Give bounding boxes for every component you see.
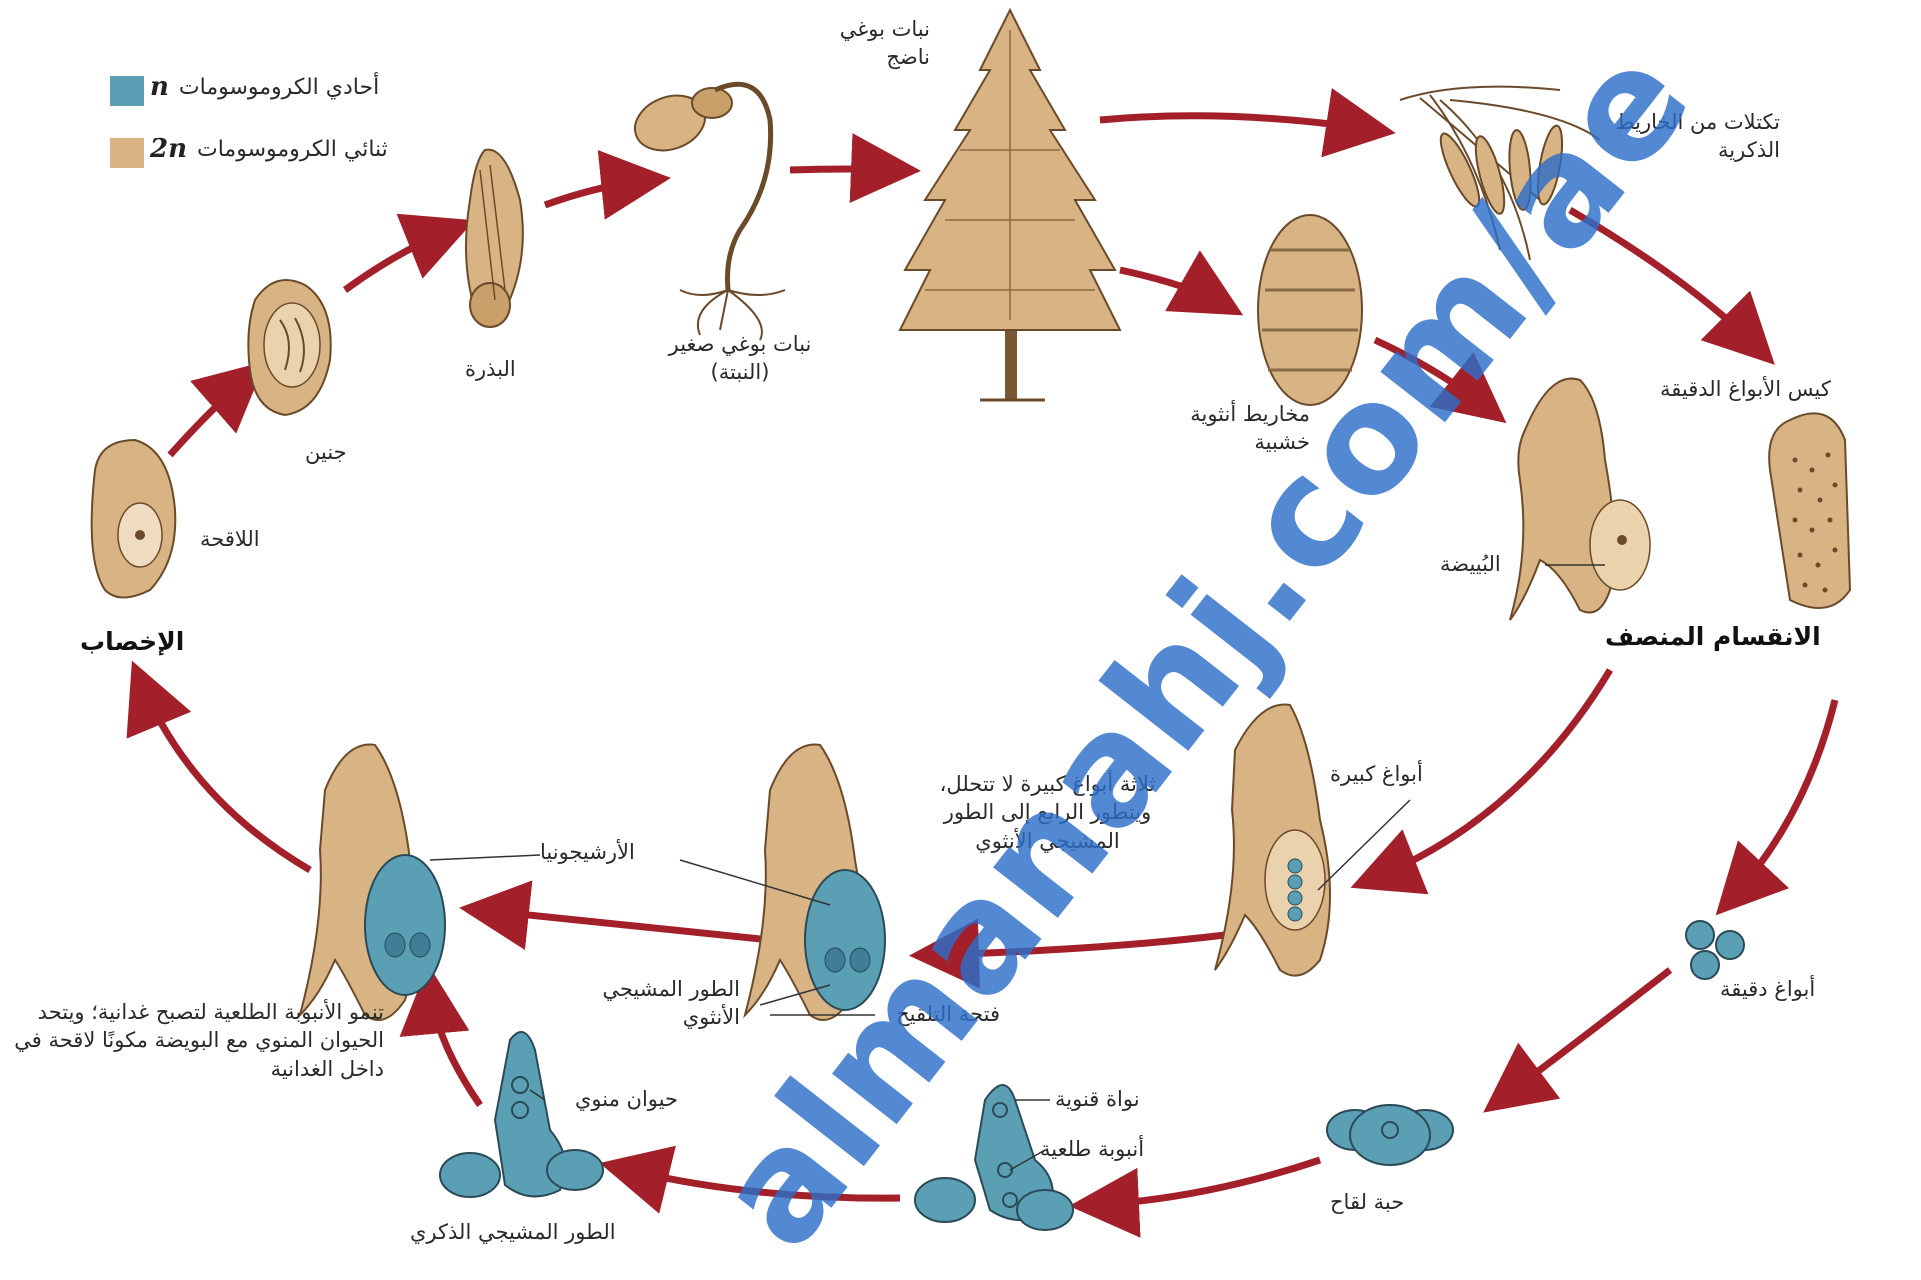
arrow-megaspores-to-female-gametophyte <box>930 935 1225 955</box>
ovule-shape <box>1510 379 1650 620</box>
label-micropyle: فتحة التلقيح <box>880 1000 1000 1028</box>
legend-haploid-swatch <box>110 76 144 106</box>
label-microspores: أبواغ دقيقة <box>1720 975 1815 1003</box>
label-tube-nucleus: نواة قنوية <box>1055 1085 1140 1113</box>
label-seedling: نبات بوغي صغير (النبتة) <box>640 330 840 387</box>
arrow-tree-to-male-cones <box>1100 116 1375 130</box>
arrow-male-cones-to-microsporangium <box>1570 210 1760 350</box>
stage-fertilization: الإخصاب <box>80 625 184 659</box>
arrow-zygote-to-embryo <box>170 375 250 455</box>
seedling-shape <box>627 84 785 340</box>
megaspore-ovule-shape <box>1215 705 1330 976</box>
label-mature-sporophyte: نبات بوغي ناضج <box>820 15 930 72</box>
zygote-ovule-shape <box>92 440 176 598</box>
arrow-tree-to-female-cone <box>1120 270 1225 305</box>
arrow-tube-to-male-gametophyte <box>620 1168 900 1198</box>
female-cone-shape <box>1258 215 1362 405</box>
microsporangium-shape <box>1769 413 1850 608</box>
arrow-male-gametophyte-to-fertilization <box>430 985 480 1105</box>
arrow-pollen-to-tube <box>1090 1160 1320 1205</box>
label-megaspores: أبواغ كبيرة <box>1330 760 1423 788</box>
label-female-cone: مخاريط أنثوية خشبية <box>1160 400 1310 457</box>
female-gametophyte-shape <box>745 745 885 1020</box>
label-pollen-tube-grows: تنمو الأنبوبة الطلعية لتصبح غدانية؛ ويتح… <box>14 998 384 1083</box>
arrow-microspores-to-pollen <box>1500 970 1670 1100</box>
label-embryo: جنين <box>305 438 347 466</box>
legend-diploid: 2n ثنائي الكروموسومات <box>150 134 388 164</box>
arrow-female-cone-to-ovule <box>1375 340 1490 410</box>
legend-diploid-symbol: 2n <box>150 134 187 164</box>
embryo-shape <box>248 280 330 415</box>
legend-haploid-symbol: n <box>150 72 169 102</box>
label-male-cones: تكتلات من الخاريط الذكرية <box>1590 108 1780 165</box>
label-archegonia: الأرشيجونيا <box>540 838 635 866</box>
label-seed: البذرة <box>465 355 516 383</box>
microspores-shape <box>1686 921 1744 979</box>
arrow-ovule-to-fertilization <box>140 680 310 870</box>
male-gametophyte-shape <box>440 1032 603 1197</box>
label-male-gametophyte: الطور المشيجي الذكري <box>410 1218 616 1246</box>
arrow-female-to-archegonia <box>480 910 770 940</box>
pollen-grain-shape <box>1327 1105 1453 1165</box>
label-microsporangium: كيس الأبواغ الدقيقة <box>1660 375 1831 403</box>
legend-diploid-text: ثنائي الكروموسومات <box>197 137 388 162</box>
arrow-meiosis-to-microspores <box>1730 700 1835 900</box>
label-sperm: حيوان منوي <box>575 1085 678 1113</box>
legend-haploid: n أحادي الكروموسومات <box>150 72 379 102</box>
arrow-seedling-to-tree <box>790 169 900 170</box>
mature-tree-shape <box>900 10 1120 400</box>
archegonia-ovule-shape <box>300 745 445 1020</box>
leader-lines <box>430 565 1605 1170</box>
legend-diploid-swatch <box>110 138 144 168</box>
label-three-megaspores: ثلاثة أبواغ كبيرة لا تتحلل، ويتطور الراب… <box>910 770 1185 855</box>
label-pollen-grain: حبة لقاح <box>1330 1188 1404 1216</box>
arrow-embryo-to-seed <box>345 228 455 290</box>
seed-shape <box>466 150 523 327</box>
male-cones-shape <box>1400 87 1600 260</box>
arrow-seed-to-seedling <box>545 180 650 205</box>
label-zygote: اللاقحة <box>200 525 260 553</box>
stage-meiosis: الانقسام المنصف <box>1605 620 1821 654</box>
label-ovule: البُييضة <box>1440 550 1501 578</box>
legend-haploid-text: أحادي الكروموسومات <box>179 75 379 100</box>
label-female-gametophyte: الطور المشيجي الأنثوي <box>560 975 740 1032</box>
label-pollen-tube: أنبوبة طلعية <box>1040 1135 1144 1163</box>
